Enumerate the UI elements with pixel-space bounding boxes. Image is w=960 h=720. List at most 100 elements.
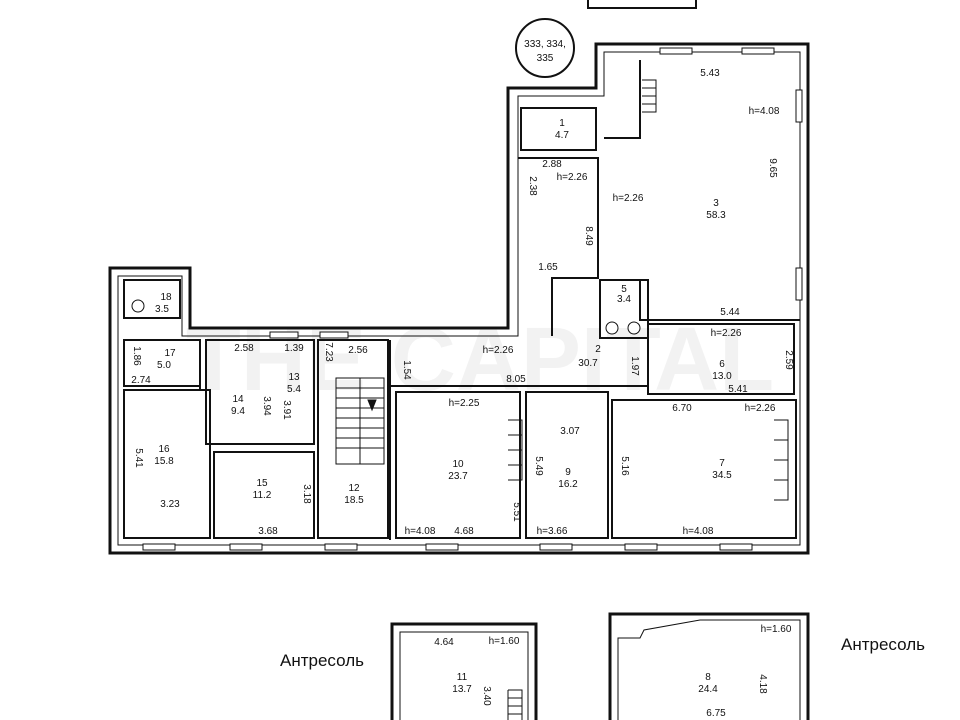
room-10-area: 23.7 [448,471,468,482]
dim-label: 1.97 [629,356,640,376]
room-13-id: 13 [288,372,300,383]
dim-label: 2.59 [783,350,794,370]
dim-label: 5.51 [511,502,522,522]
stairs-small-left [642,79,657,113]
dim-label: 3.18 [301,484,312,504]
mezzanine-right: h=1.60 8 24.4 4.18 6.75 [608,612,810,720]
dim-label: 5.16 [619,456,630,476]
dim-label: 1.39 [284,343,304,354]
room-11-area: 13.7 [452,684,472,695]
window [719,543,753,551]
mezzanine-left-wall [390,622,538,720]
dim-label: h=4.08 [749,106,780,117]
dim-label: h=2.25 [449,398,480,409]
dim-label: 8.05 [506,374,526,385]
room-15-area: 11.2 [253,490,272,501]
dim-label: 3.40 [481,686,492,706]
window [659,47,693,55]
room-1-id: 1 [559,118,565,129]
room-3-id: 3 [713,198,719,209]
toilet-icon [627,321,641,335]
dim-label: 5.49 [533,456,544,476]
toilet-icon [605,321,619,335]
dim-label: 5.41 [728,384,748,395]
room-8-area: 24.4 [698,684,718,695]
dim-label: h=2.26 [613,193,644,204]
dim-label: 6.70 [672,403,692,414]
room-walls [123,60,800,540]
annotation-mezzanine-left: Антресоль [280,651,364,670]
room-16-wall [123,389,211,539]
dim-label: 3.94 [261,396,272,416]
room-16-id: 16 [158,444,170,455]
room-5-area: 3.4 [617,294,631,305]
room-18-wall [123,279,181,319]
room-5-id: 5 [621,284,627,295]
room-1-label: 1 4.7 [555,118,569,141]
room-18-area: 3.5 [155,304,169,315]
room-3-label: 3 58.3 [706,198,726,221]
room-1-area: 4.7 [555,130,569,141]
room-7-id: 7 [719,458,725,469]
dim-label: 4.68 [454,526,474,537]
room-12-area: 18.5 [344,495,364,506]
room-15-id: 15 [256,478,268,489]
room-15-wall [213,451,315,539]
stairs-small-right [774,419,789,501]
windows [142,47,803,551]
room-6-area: 13.0 [712,371,732,382]
room-7-area: 34.5 [712,470,732,481]
window [269,331,299,339]
room-10-label: 10 23.7 [448,459,468,482]
dim-label: 3.91 [281,400,292,420]
room-2-id: 2 [595,344,601,355]
room-17-wall [123,339,201,387]
stamp-line1: 333, 334, [524,39,566,50]
dim-label: 1.54 [401,360,412,380]
room-16-label: 16 15.8 [154,444,174,467]
mezzanine-left-stairs [507,689,523,720]
stamp-circle [515,18,575,78]
building-walls [108,42,810,555]
dim-label: h=2.26 [745,403,776,414]
room-7-label: 7 34.5 [712,458,732,481]
room-2-area: 30.7 [578,358,598,369]
staircase [335,79,789,501]
room-14-wall [205,339,315,445]
dim-label: 4.64 [434,637,454,648]
room-16-area: 15.8 [154,456,174,467]
dim-label: 3.07 [560,426,580,437]
room-8-id: 8 [705,672,711,683]
dim-label: 9.65 [767,158,778,178]
mezzanine-right-wall [608,612,810,720]
inner-wall-offset [117,51,801,546]
outer-wall [108,42,810,555]
dim-label: 5.44 [720,307,740,318]
window [425,543,459,551]
toilet-icon [131,299,145,313]
room-17-area: 5.0 [157,360,171,371]
stairs-small-mid [508,419,523,481]
mezzanine-left-inner [399,631,529,720]
dim-label: h=2.26 [557,172,588,183]
window [324,543,358,551]
window [142,543,176,551]
top-stub [587,0,697,9]
room-6-label: 6 13.0 [712,359,732,382]
room-13-label: 13 5.4 [287,372,301,395]
dim-label: 7.23 [323,342,334,362]
dim-label: 3.68 [258,526,278,537]
room-labels: 1 4.7 3 58.3 5 3.4 6 13.0 7 34.5 9 16.2 … [154,118,732,506]
dim-label: 2.38 [527,176,538,196]
room-11-id: 11 [457,672,468,683]
room-14-label: 14 9.4 [231,394,245,417]
room-2-label: 2 30.7 [578,344,601,369]
dim-label: 2.88 [542,159,562,170]
dim-label: h=3.66 [537,526,568,537]
dim-label: h=2.26 [483,345,514,356]
dim-label: h=4.08 [405,526,436,537]
dim-label: 1.86 [131,346,142,366]
room-1-wall [520,107,597,151]
stairs-arrow [367,399,377,412]
